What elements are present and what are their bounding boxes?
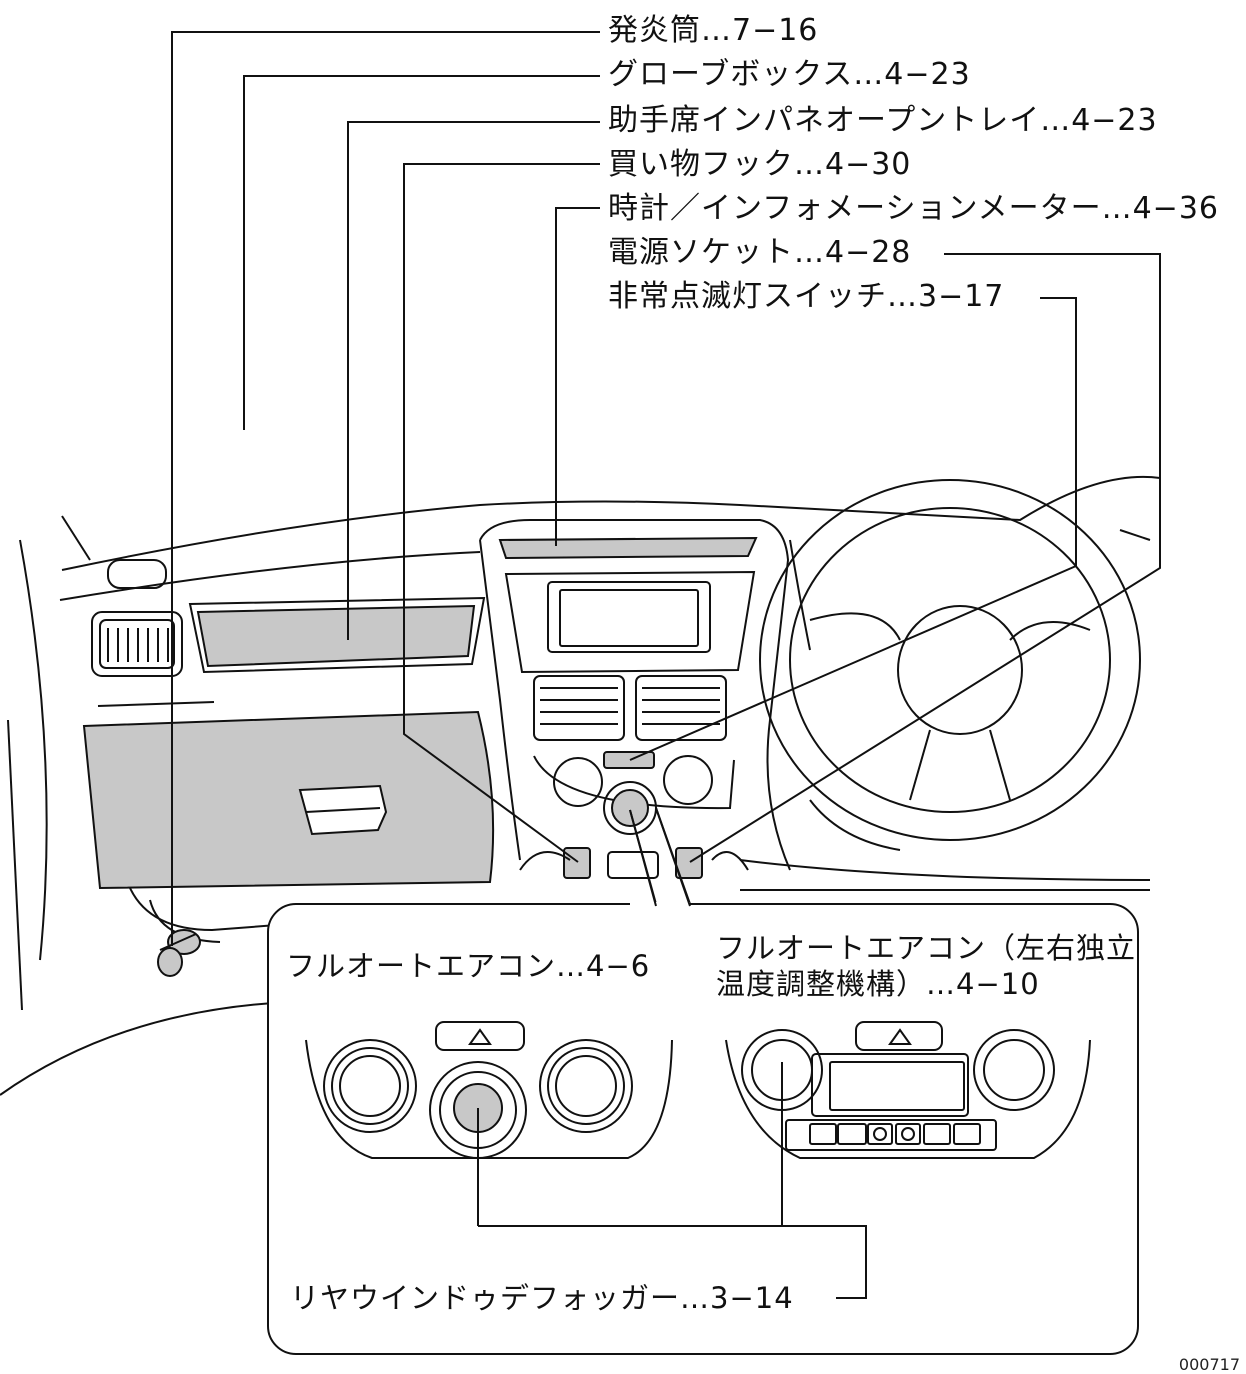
callout-power-socket: 電源ソケット…4−28 <box>608 235 912 270</box>
inset-rear-defogger-label: リヤウインドゥデフォッガー…3−14 <box>290 1281 794 1315</box>
inset-auto-ac-dual-label-2: 温度調整機構）…4−10 <box>716 967 1040 1001</box>
clock-info-meter-highlight <box>498 536 758 560</box>
callout-shopping-hook: 買い物フック…4−30 <box>608 147 912 182</box>
callout-glovebox: グローブボックス…4−23 <box>608 57 971 92</box>
dashboard <box>0 475 1161 1096</box>
steering-wheel <box>759 479 1141 841</box>
auto-ac-panel <box>305 1021 867 1299</box>
flare-canister <box>157 929 201 977</box>
power-socket-left <box>563 847 591 879</box>
glovebox-highlight <box>82 710 495 890</box>
passenger-tray-highlight <box>196 604 476 668</box>
left-air-vent <box>91 611 183 677</box>
callout-hazard-switch: 非常点滅灯スイッチ…3−17 <box>608 279 1005 314</box>
inset-auto-ac-dual-label-1: フルオートエアコン（左右独立 <box>716 931 1137 965</box>
leader-lines <box>171 31 1161 946</box>
callout-clock-info-meter: 時計／インフォメーションメーター…4−36 <box>608 191 1219 226</box>
inset-auto-ac-label: フルオートエアコン…4−6 <box>286 949 651 983</box>
auto-ac-dual-panel <box>725 1021 1091 1226</box>
center-air-vents <box>533 675 727 741</box>
callout-passenger-tray: 助手席インパネオープントレイ…4−23 <box>608 103 1158 138</box>
hazard-switch <box>603 751 655 769</box>
callout-flare: 発炎筒…7−16 <box>608 13 819 48</box>
inset-box <box>267 807 1139 1355</box>
figure-code: 000717 <box>1178 1355 1240 1374</box>
